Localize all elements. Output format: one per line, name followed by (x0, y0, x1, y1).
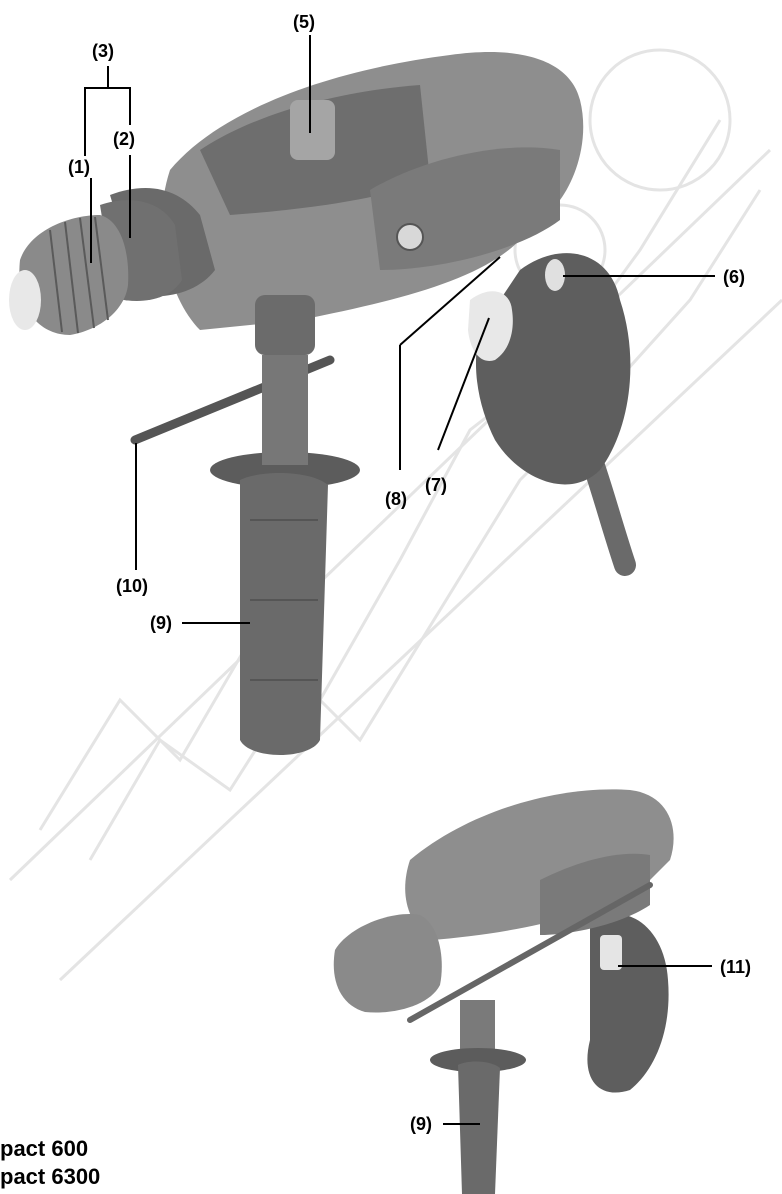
mode-selector-switch (290, 100, 335, 160)
callout-7-leader (437, 317, 490, 451)
variant-aux-guard (430, 1048, 526, 1072)
callout-5: (5) (293, 12, 315, 32)
callout-1: (1) (68, 157, 90, 177)
variant-aux-neck (460, 1000, 495, 1055)
aux-handle-grip (240, 473, 328, 755)
chuck-front-sleeve (19, 215, 129, 335)
chuck-jaws-tip (9, 270, 41, 330)
callout-9-top: (9) (150, 613, 172, 633)
chuck-grip-ridge (79, 217, 95, 329)
variant-aux-grip (458, 1061, 500, 1194)
watermark-line (8, 148, 772, 882)
watermark-letter-o (588, 48, 732, 192)
callout-10: (10) (116, 576, 149, 596)
variant-pistol-grip (587, 913, 669, 1093)
callout-3: (3) (92, 41, 114, 61)
chuck-grip-ridge (64, 221, 79, 334)
model-name-2: pact 6300 (0, 1164, 101, 1189)
chuck-grip-ridge (94, 216, 109, 321)
variant-trigger (600, 935, 622, 970)
callout-9-bottom: (9) (410, 1114, 432, 1134)
variant-chuck (333, 914, 442, 1013)
watermark-outline (88, 189, 762, 861)
aux-handle-neck (262, 355, 308, 465)
variant-depth-stop (407, 882, 653, 1023)
chuck-grip-ridge (49, 229, 63, 333)
callout-8-leader (399, 256, 501, 346)
brand-logo-icon (396, 223, 424, 251)
pistol-grip (475, 253, 631, 485)
callout-6: (6) (723, 267, 745, 287)
callout-7: (7) (425, 475, 447, 495)
callout-11: (11) (720, 957, 752, 977)
lock-on-button (545, 259, 565, 291)
callout-2: (2) (113, 129, 135, 149)
variant-side-panel (540, 853, 650, 935)
model-name-1: pact 600 (0, 1136, 89, 1161)
callout-8: (8) (385, 489, 407, 509)
aux-handle-clamp (255, 295, 315, 355)
